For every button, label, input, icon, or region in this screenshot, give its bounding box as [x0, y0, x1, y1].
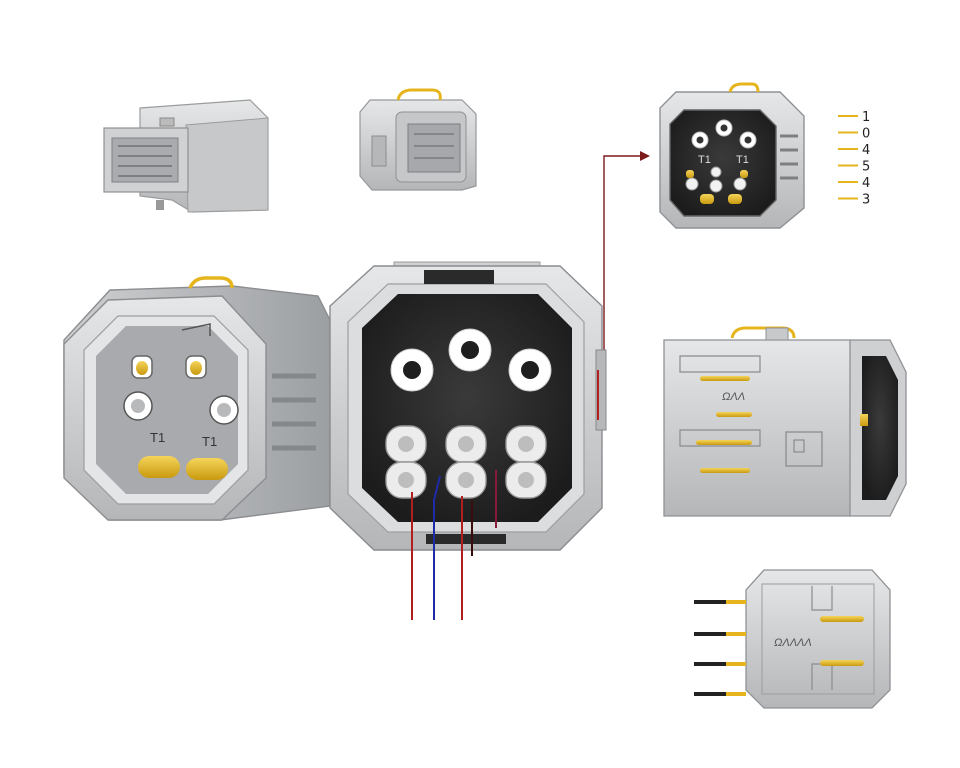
pin-legend-label: 0 [862, 127, 870, 142]
detail-label-right: T1 [736, 154, 749, 166]
front-label-left: T1 [150, 430, 165, 445]
leader-line [603, 155, 640, 358]
front-label-right: T1 [202, 434, 217, 449]
main-connector-open-center [329, 261, 607, 551]
leader-arrow [640, 151, 650, 161]
detail-connector-top-right: T1 T1 [659, 82, 805, 229]
wires [411, 470, 497, 620]
top-marking: ΩΛΛΛΛ [774, 637, 812, 649]
top-connector-bottom-right: ΩΛΛΛΛ [694, 569, 891, 709]
pin-legend-label: 5 [862, 160, 870, 175]
side-marking: ΩΛΛ [722, 391, 745, 403]
main-connector-front-left: T1 T1 [63, 276, 331, 521]
wire-blue [433, 475, 441, 620]
pin-legend-label: 3 [862, 193, 870, 208]
side-connector-right: ΩΛΛ [663, 326, 907, 517]
relay-connector-top-left [103, 99, 269, 213]
leads [694, 600, 746, 696]
small-connector-top-middle [359, 88, 477, 191]
detail-label-left: T1 [698, 154, 711, 166]
pin-legend-label: 1 [862, 110, 870, 125]
pin-legend-label: 4 [862, 143, 870, 158]
pin-legend-label: 4 [862, 176, 870, 191]
